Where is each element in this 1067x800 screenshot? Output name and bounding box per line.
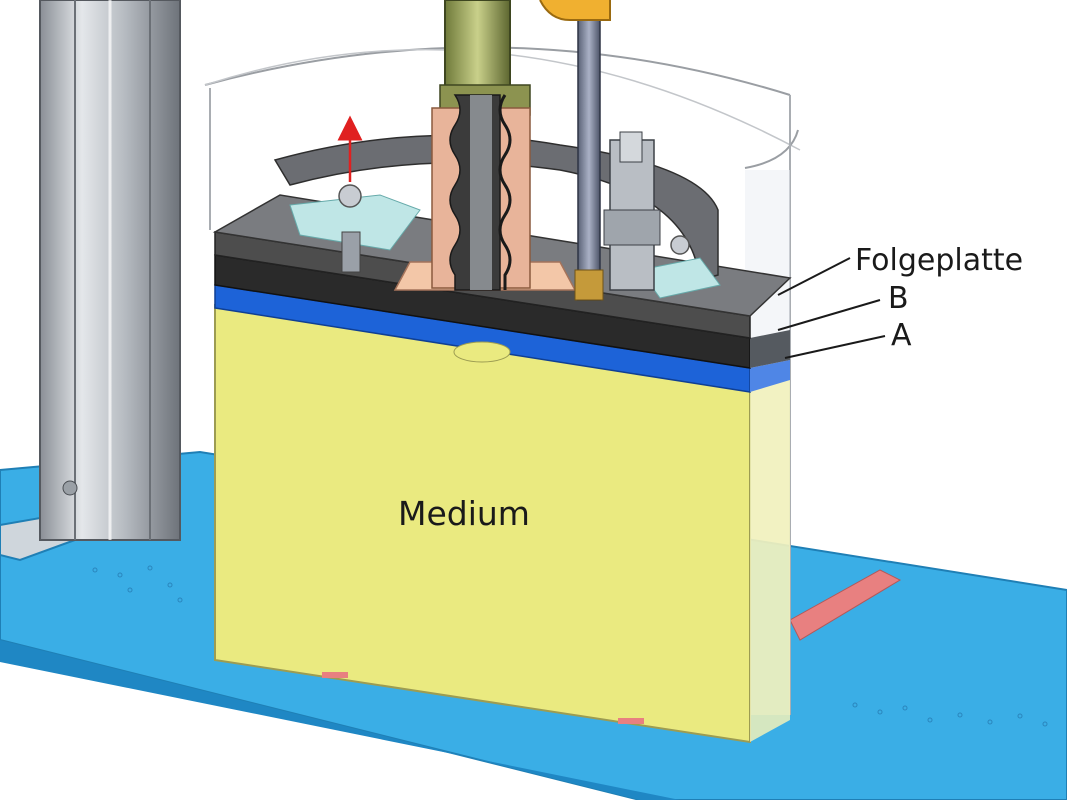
label-medium: Medium	[398, 494, 530, 533]
label-follower-plate: Folgeplatte	[855, 243, 1023, 278]
label-layer-a: A	[891, 318, 912, 353]
support-column	[39, 0, 181, 541]
label-layer-b: B	[888, 281, 909, 316]
center-pipe	[393, 0, 577, 363]
leader-lines	[777, 257, 886, 359]
probe-rod	[539, 0, 661, 301]
